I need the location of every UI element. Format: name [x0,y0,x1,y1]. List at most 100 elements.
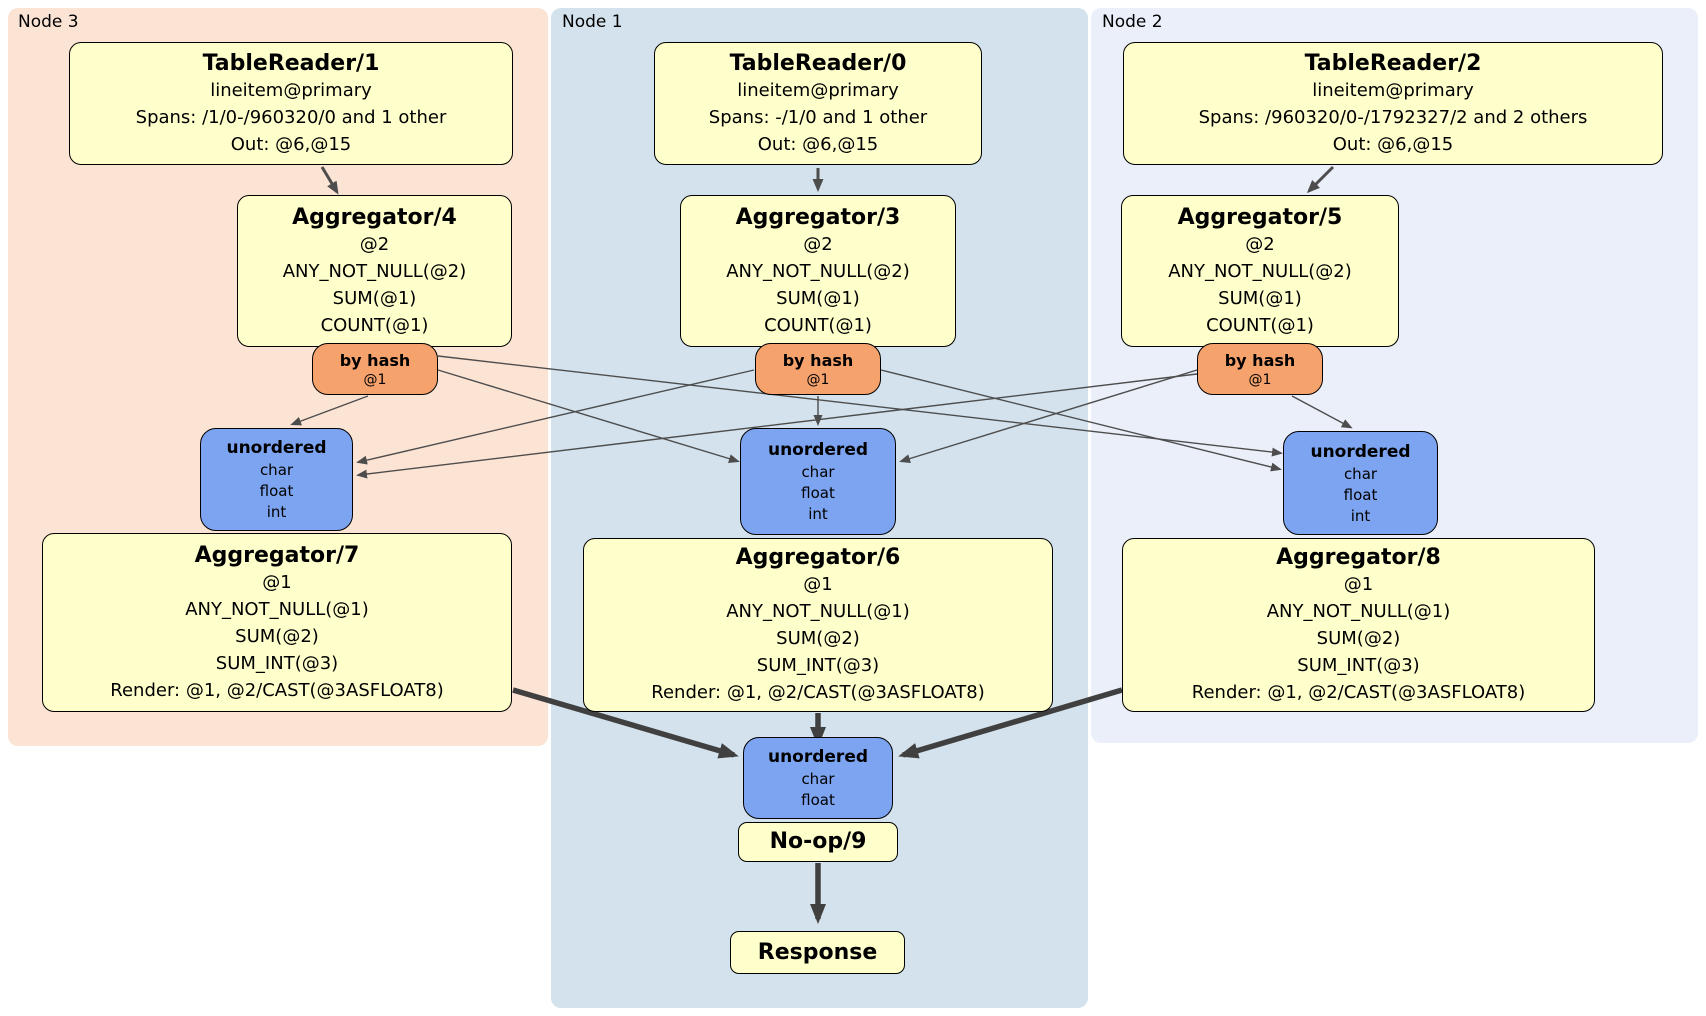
sync-line: float [801,484,835,502]
box-line: Out: @6,@15 [757,133,879,155]
box-line: ANY_NOT_NULL(@2) [726,260,910,282]
box-line: COUNT(@1) [1206,314,1314,336]
box-line: Render: @1, @2/CAST(@3ASFLOAT8) [651,682,985,703]
aggregator-8-box: Aggregator/8 @1 ANY_NOT_NULL(@1) SUM(@2)… [1122,538,1595,712]
sync-line: float [1343,485,1378,504]
router-title: by hash [782,350,854,370]
sync-title: unordered [226,438,327,458]
sync-title: unordered [767,747,869,767]
aggregator-6-box: Aggregator/6 @1 ANY_NOT_NULL(@1) SUM(@2)… [583,538,1053,712]
box-title: Aggregator/4 [292,204,457,230]
box-line: Spans: /960320/0-/1792327/2 and 2 others [1198,106,1588,128]
unordered-sync-final: unordered char float [743,737,893,819]
box-title: TableReader/1 [202,50,380,76]
box-line: lineitem@primary [210,79,372,101]
box-title: Response [757,939,878,965]
sync-line: char [1343,464,1378,483]
sync-title: unordered [767,440,869,460]
unordered-sync-node2: unordered char float int [1283,431,1438,535]
aggregator-3-box: Aggregator/3 @2 ANY_NOT_NULL(@2) SUM(@1)… [680,195,956,347]
sync-line: char [259,461,294,479]
box-line: ANY_NOT_NULL(@2) [1168,260,1352,282]
box-line: SUM(@1) [776,287,860,309]
box-title: No-op/9 [769,829,867,854]
tablereader-2-box: TableReader/2 lineitem@primary Spans: /9… [1123,42,1663,165]
unordered-sync-node3: unordered char float int [200,428,353,531]
sync-line: char [801,463,835,481]
box-line: SUM_INT(@3) [215,652,339,674]
box-line: Render: @1, @2/CAST(@3ASFLOAT8) [110,679,444,701]
aggregator-7-box: Aggregator/7 @1 ANY_NOT_NULL(@1) SUM(@2)… [42,533,512,712]
box-line: ANY_NOT_NULL(@2) [282,260,467,282]
box-line: COUNT(@1) [764,314,872,336]
sync-line: int [266,503,287,521]
noop-box: No-op/9 [738,822,898,862]
edge-router2-sync1 [899,369,1198,463]
box-title: TableReader/0 [729,50,907,76]
box-line: @2 [359,233,390,255]
tablereader-1-box: TableReader/1 lineitem@primary Spans: /1… [69,42,513,165]
edge-router1-sync3 [356,369,755,465]
edge-router3-sync2 [437,355,1283,457]
sync-line: int [1350,506,1371,525]
box-line: @1 [262,571,292,593]
tablereader-0-box: TableReader/0 lineitem@primary Spans: -/… [654,42,982,165]
sync-line: float [801,791,835,809]
box-line: Spans: /1/0-/960320/0 and 1 other [135,106,447,128]
router-detail: @1 [363,371,387,388]
hash-router-node1: by hash @1 [755,343,881,395]
box-title: Aggregator/5 [1177,204,1343,230]
response-box: Response [730,931,905,974]
node-3-label: Node 3 [18,12,79,32]
box-line: Spans: -/1/0 and 1 other [708,106,928,128]
box-line: SUM(@1) [332,287,417,309]
box-line: @1 [803,574,833,595]
sync-title: unordered [1310,441,1411,462]
box-line: Render: @1, @2/CAST(@3ASFLOAT8) [1191,682,1526,703]
edge-tr1-agg4 [320,166,339,195]
box-line: lineitem@primary [1312,79,1474,101]
box-line: COUNT(@1) [320,314,429,336]
sync-line: int [808,505,828,523]
edge-agg7-finalsync [512,687,739,759]
router-title: by hash [339,350,411,370]
edge-tr2-agg5 [1306,165,1335,194]
edge-router1-sync2 [880,369,1282,472]
edge-router2-sync3 [356,373,1198,479]
box-line: Out: @6,@15 [230,133,352,155]
edge-router3-sync1 [437,369,740,463]
box-line: SUM(@2) [776,628,860,649]
box-line: SUM(@2) [1316,628,1401,649]
box-line: SUM_INT(@3) [756,655,880,676]
hash-router-node2: by hash @1 [1197,343,1323,395]
box-line: @2 [803,233,833,255]
hash-router-node3: by hash @1 [312,343,438,395]
router-detail: @1 [1248,371,1272,388]
box-line: SUM(@1) [1218,287,1302,309]
router-title: by hash [1224,350,1296,370]
box-line: @1 [1343,574,1374,595]
box-title: TableReader/2 [1304,50,1482,76]
edge-router3-sync3 [290,395,369,426]
edge-router2-sync2 [1291,395,1353,429]
sync-line: float [259,482,294,500]
box-title: Aggregator/8 [1276,545,1441,570]
box-line: ANY_NOT_NULL(@1) [185,598,369,620]
edge-agg8-finalsync [898,687,1123,759]
box-title: Aggregator/7 [194,542,360,568]
sync-line: char [801,770,835,788]
node-2-label: Node 2 [1102,12,1163,32]
aggregator-4-box: Aggregator/4 @2 ANY_NOT_NULL(@2) SUM(@1)… [237,195,512,347]
router-detail: @1 [806,371,830,388]
box-line: SUM_INT(@3) [1297,655,1420,676]
box-title: Aggregator/6 [735,545,901,570]
unordered-sync-node1: unordered char float int [740,428,896,535]
box-title: Aggregator/3 [735,204,901,230]
box-line: ANY_NOT_NULL(@1) [1266,601,1451,622]
box-line: lineitem@primary [737,79,899,101]
aggregator-5-box: Aggregator/5 @2 ANY_NOT_NULL(@2) SUM(@1)… [1121,195,1399,347]
node-1-label: Node 1 [562,12,623,32]
box-line: @2 [1245,233,1275,255]
